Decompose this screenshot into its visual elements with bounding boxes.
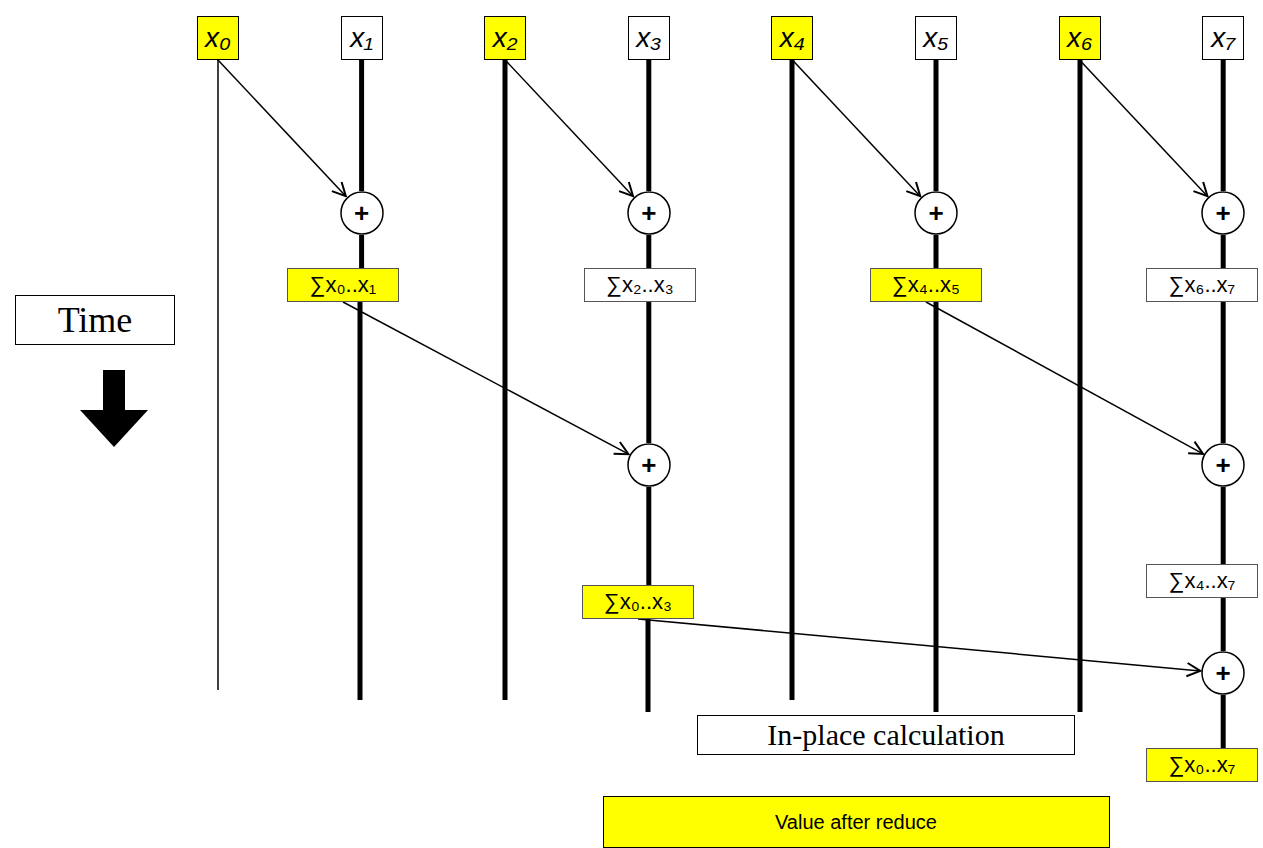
legend-text: Value after reduce (775, 811, 937, 834)
operator-sign: + (1216, 198, 1231, 229)
time-arrow (103, 370, 125, 412)
thread-line (359, 60, 364, 191)
sum-label: ∑x₆..x₇ (1169, 272, 1235, 298)
input-label: x₂ (493, 22, 518, 54)
add-operator: + (627, 191, 671, 235)
thread-line (1221, 695, 1226, 748)
thread-line (1221, 302, 1226, 443)
thread-line (934, 235, 939, 268)
thread-line (359, 235, 364, 268)
time-arrow (80, 410, 148, 447)
thread-line (1221, 487, 1226, 564)
reduce-arrow (926, 302, 1203, 454)
sum-box: ∑x₀..x₇ (1146, 748, 1258, 782)
sum-box: ∑x₀..x₃ (582, 585, 694, 619)
input-label: x₅ (923, 22, 948, 54)
axis-label: Time (58, 299, 133, 341)
operator-circle (1202, 652, 1244, 694)
operator-circle (915, 192, 957, 234)
thread-line (1221, 60, 1226, 191)
operator-circle (628, 444, 670, 486)
reduce-arrow (792, 60, 920, 196)
operator-circle (1202, 444, 1244, 486)
sum-label: ∑x₀..x₇ (1169, 752, 1236, 778)
sum-box: ∑x₄..x₇ (1146, 564, 1258, 598)
add-operator: + (914, 191, 958, 235)
input-label: x₃ (636, 22, 661, 54)
axis-label-box: Time (15, 295, 175, 345)
legend-swatch: In-place calculation (697, 715, 1075, 755)
sum-label: ∑x₀..x₃ (604, 589, 672, 615)
legend-text: In-place calculation (767, 718, 1004, 752)
thread-line (358, 295, 363, 700)
sum-box: ∑x₄..x₅ (870, 268, 982, 302)
reduce-arrow (343, 302, 629, 454)
input-box: x₇ (1202, 16, 1244, 60)
operator-sign: + (1216, 658, 1231, 689)
thread-line (646, 60, 651, 191)
add-operator: + (627, 443, 671, 487)
input-box: x₅ (915, 16, 957, 60)
thread-line (1221, 235, 1226, 268)
add-operator: + (340, 191, 384, 235)
input-box: x₁ (341, 16, 383, 60)
sum-label: ∑x₄..x₇ (1169, 568, 1235, 594)
input-box: x₀ (197, 16, 239, 60)
operator-sign: + (641, 198, 656, 229)
thread-line (646, 612, 651, 712)
operator-circle (341, 192, 383, 234)
operator-circle (628, 192, 670, 234)
input-box: x₄ (771, 16, 813, 60)
operator-sign: + (354, 198, 369, 229)
input-label: x₇ (1211, 22, 1235, 54)
input-box: x₂ (484, 16, 526, 60)
input-label: x₁ (350, 22, 373, 54)
sum-label: ∑x₀..x₁ (310, 272, 376, 298)
operator-sign: + (928, 198, 943, 229)
input-label: x₆ (1067, 22, 1092, 54)
sum-label: ∑x₂..x₃ (606, 272, 673, 298)
reduce-arrow (218, 60, 346, 196)
thread-line (646, 487, 651, 585)
legend-swatch: Value after reduce (603, 796, 1110, 848)
operator-sign: + (641, 450, 656, 481)
thread-line (790, 58, 795, 700)
add-operator: + (1201, 443, 1245, 487)
input-label: x₀ (205, 22, 231, 54)
thread-line (217, 58, 219, 690)
sum-box: ∑x₀..x₁ (287, 268, 399, 302)
input-box: x₃ (628, 16, 670, 60)
reduce-arrow (638, 619, 1200, 671)
reduce-arrow (505, 60, 633, 196)
sum-box: ∑x₆..x₇ (1146, 268, 1258, 302)
input-box: x₆ (1059, 16, 1101, 60)
thread-line (646, 235, 651, 268)
thread-line (934, 295, 939, 712)
operator-circle (1202, 192, 1244, 234)
operator-sign: + (1216, 450, 1231, 481)
thread-line (503, 58, 508, 700)
thread-line (1221, 598, 1226, 651)
sum-box: ∑x₂..x₃ (584, 268, 696, 302)
reduce-arrow (1080, 60, 1208, 196)
thread-line (934, 60, 939, 191)
input-label: x₄ (780, 22, 805, 54)
add-operator: + (1201, 191, 1245, 235)
add-operator: + (1201, 651, 1245, 695)
sum-label: ∑x₄..x₅ (892, 272, 960, 298)
thread-line (646, 302, 651, 443)
